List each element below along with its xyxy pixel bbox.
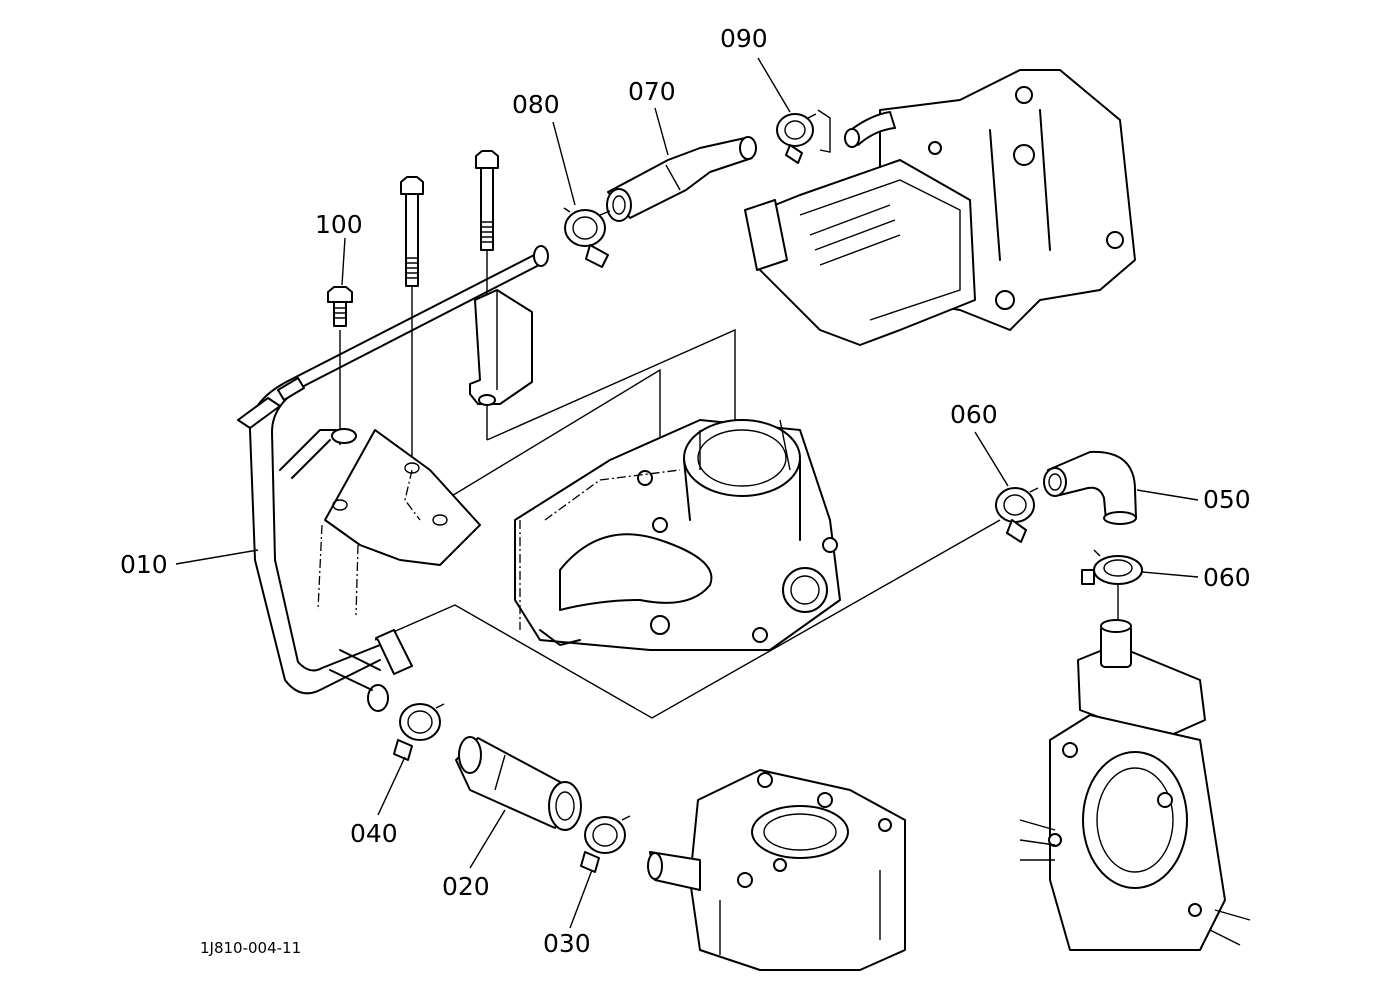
- part-label-100: 100: [315, 210, 363, 239]
- bracket: [469, 289, 533, 406]
- part-label-020: 020: [442, 872, 490, 901]
- clamp-090: [776, 113, 817, 164]
- leader-lines: [175, 57, 1199, 929]
- bolt-100: [327, 286, 353, 327]
- clamp-080: [563, 207, 611, 268]
- part-label-070: 070: [628, 77, 676, 106]
- part-label-050: 050: [1203, 485, 1251, 514]
- long-bolt-left: [400, 176, 424, 287]
- throttle-body: [514, 419, 841, 651]
- long-bolt-right: [475, 150, 499, 251]
- part-label-080: 080: [512, 90, 560, 119]
- hose-070: [606, 136, 757, 222]
- cylinder-block: [1019, 619, 1251, 951]
- part-label-040: 040: [350, 819, 398, 848]
- clamp-040: [393, 703, 445, 761]
- part-label-060-upper: 060: [950, 400, 998, 429]
- clamp-030: [580, 815, 631, 873]
- hose-020: [455, 736, 582, 831]
- part-label-010: 010: [120, 550, 168, 579]
- part-label-060-lower: 060: [1203, 563, 1251, 592]
- elbow-hose-050: [1043, 450, 1137, 525]
- pipe-010: [237, 245, 549, 712]
- part-label-030: 030: [543, 929, 591, 958]
- clamp-060-upper: [995, 487, 1039, 543]
- clamp-060-lower: [1081, 549, 1143, 585]
- thermostat-housing: [647, 769, 906, 971]
- drawing-code: 1J810-004-11: [200, 939, 301, 957]
- egr-valve: [744, 69, 1136, 346]
- part-label-090: 090: [720, 24, 768, 53]
- intake-flange: [317, 429, 481, 616]
